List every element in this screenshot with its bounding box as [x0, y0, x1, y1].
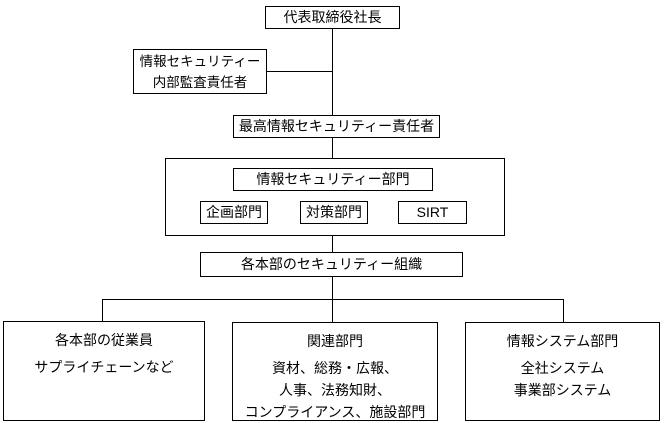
- node-info-systems-line: 事業部システム: [513, 382, 612, 398]
- node-related-depts: 関連部門 資材、総務・広報、 人事、法務知財、 コンプライアンス、施設部門: [232, 322, 438, 421]
- node-related-depts-line: コンプライアンス、施設部門: [244, 404, 426, 420]
- connector-audit-branch: [267, 71, 332, 72]
- node-internal-audit-line1: 情報セキュリティー: [139, 53, 261, 69]
- node-countermeasures-dept-label: 対策部門: [306, 204, 362, 220]
- node-hq-security-org: 各本部のセキュリティー組織: [200, 252, 463, 277]
- connector-branch-horizontal: [102, 299, 564, 300]
- node-president-label: 代表取締役社長: [283, 9, 382, 25]
- node-related-depts-line: 人事、法務知財、: [279, 382, 391, 398]
- connector-drop-info-systems: [563, 299, 564, 323]
- node-related-depts-body: 資材、総務・広報、 人事、法務知財、 コンプライアンス、施設部門: [245, 357, 426, 423]
- node-president: 代表取締役社長: [265, 6, 400, 29]
- connector-ciso-to-division: [332, 137, 333, 158]
- node-info-systems-body: 全社システム 事業部システム: [514, 357, 612, 401]
- connector-drop-employees: [102, 299, 103, 322]
- node-ciso: 最高情報セキュリティー責任者: [233, 115, 440, 138]
- connector-president-to-ciso: [332, 28, 333, 115]
- node-related-depts-title: 関連部門: [307, 333, 363, 349]
- connector-division-to-hq-org: [332, 235, 333, 252]
- node-hq-employees-title: 各本部の従業員: [55, 332, 153, 348]
- node-sirt-label: SIRT: [416, 204, 449, 220]
- connector-drop-related: [332, 299, 333, 323]
- node-planning-dept: 企画部門: [200, 201, 268, 224]
- node-internal-audit: 情報セキュリティー 内部監査責任者: [133, 49, 267, 94]
- node-related-depts-line: 資材、総務・広報、: [272, 360, 398, 376]
- node-info-systems-line: 全社システム: [520, 360, 605, 376]
- node-security-division: 情報セキュリティー部門: [233, 168, 433, 191]
- node-internal-audit-line2: 内部監査責任者: [152, 74, 248, 90]
- node-planning-dept-label: 企画部門: [206, 204, 262, 220]
- node-ciso-label: 最高情報セキュリティー責任者: [238, 118, 435, 134]
- node-sirt: SIRT: [398, 201, 467, 224]
- node-countermeasures-dept: 対策部門: [300, 201, 368, 224]
- node-hq-security-org-label: 各本部のセキュリティー組織: [240, 256, 423, 272]
- node-info-systems-dept: 情報システム部門 全社システム 事業部システム: [465, 322, 660, 421]
- node-hq-employees-body: サプライチェーンなど: [34, 356, 173, 378]
- node-security-division-label: 情報セキュリティー部門: [256, 171, 410, 187]
- node-hq-employees: 各本部の従業員 サプライチェーンなど: [3, 321, 205, 421]
- node-info-systems-title: 情報システム部門: [506, 333, 619, 349]
- connector-hq-org-down: [332, 276, 333, 300]
- node-hq-employees-line: サプライチェーンなど: [34, 359, 174, 375]
